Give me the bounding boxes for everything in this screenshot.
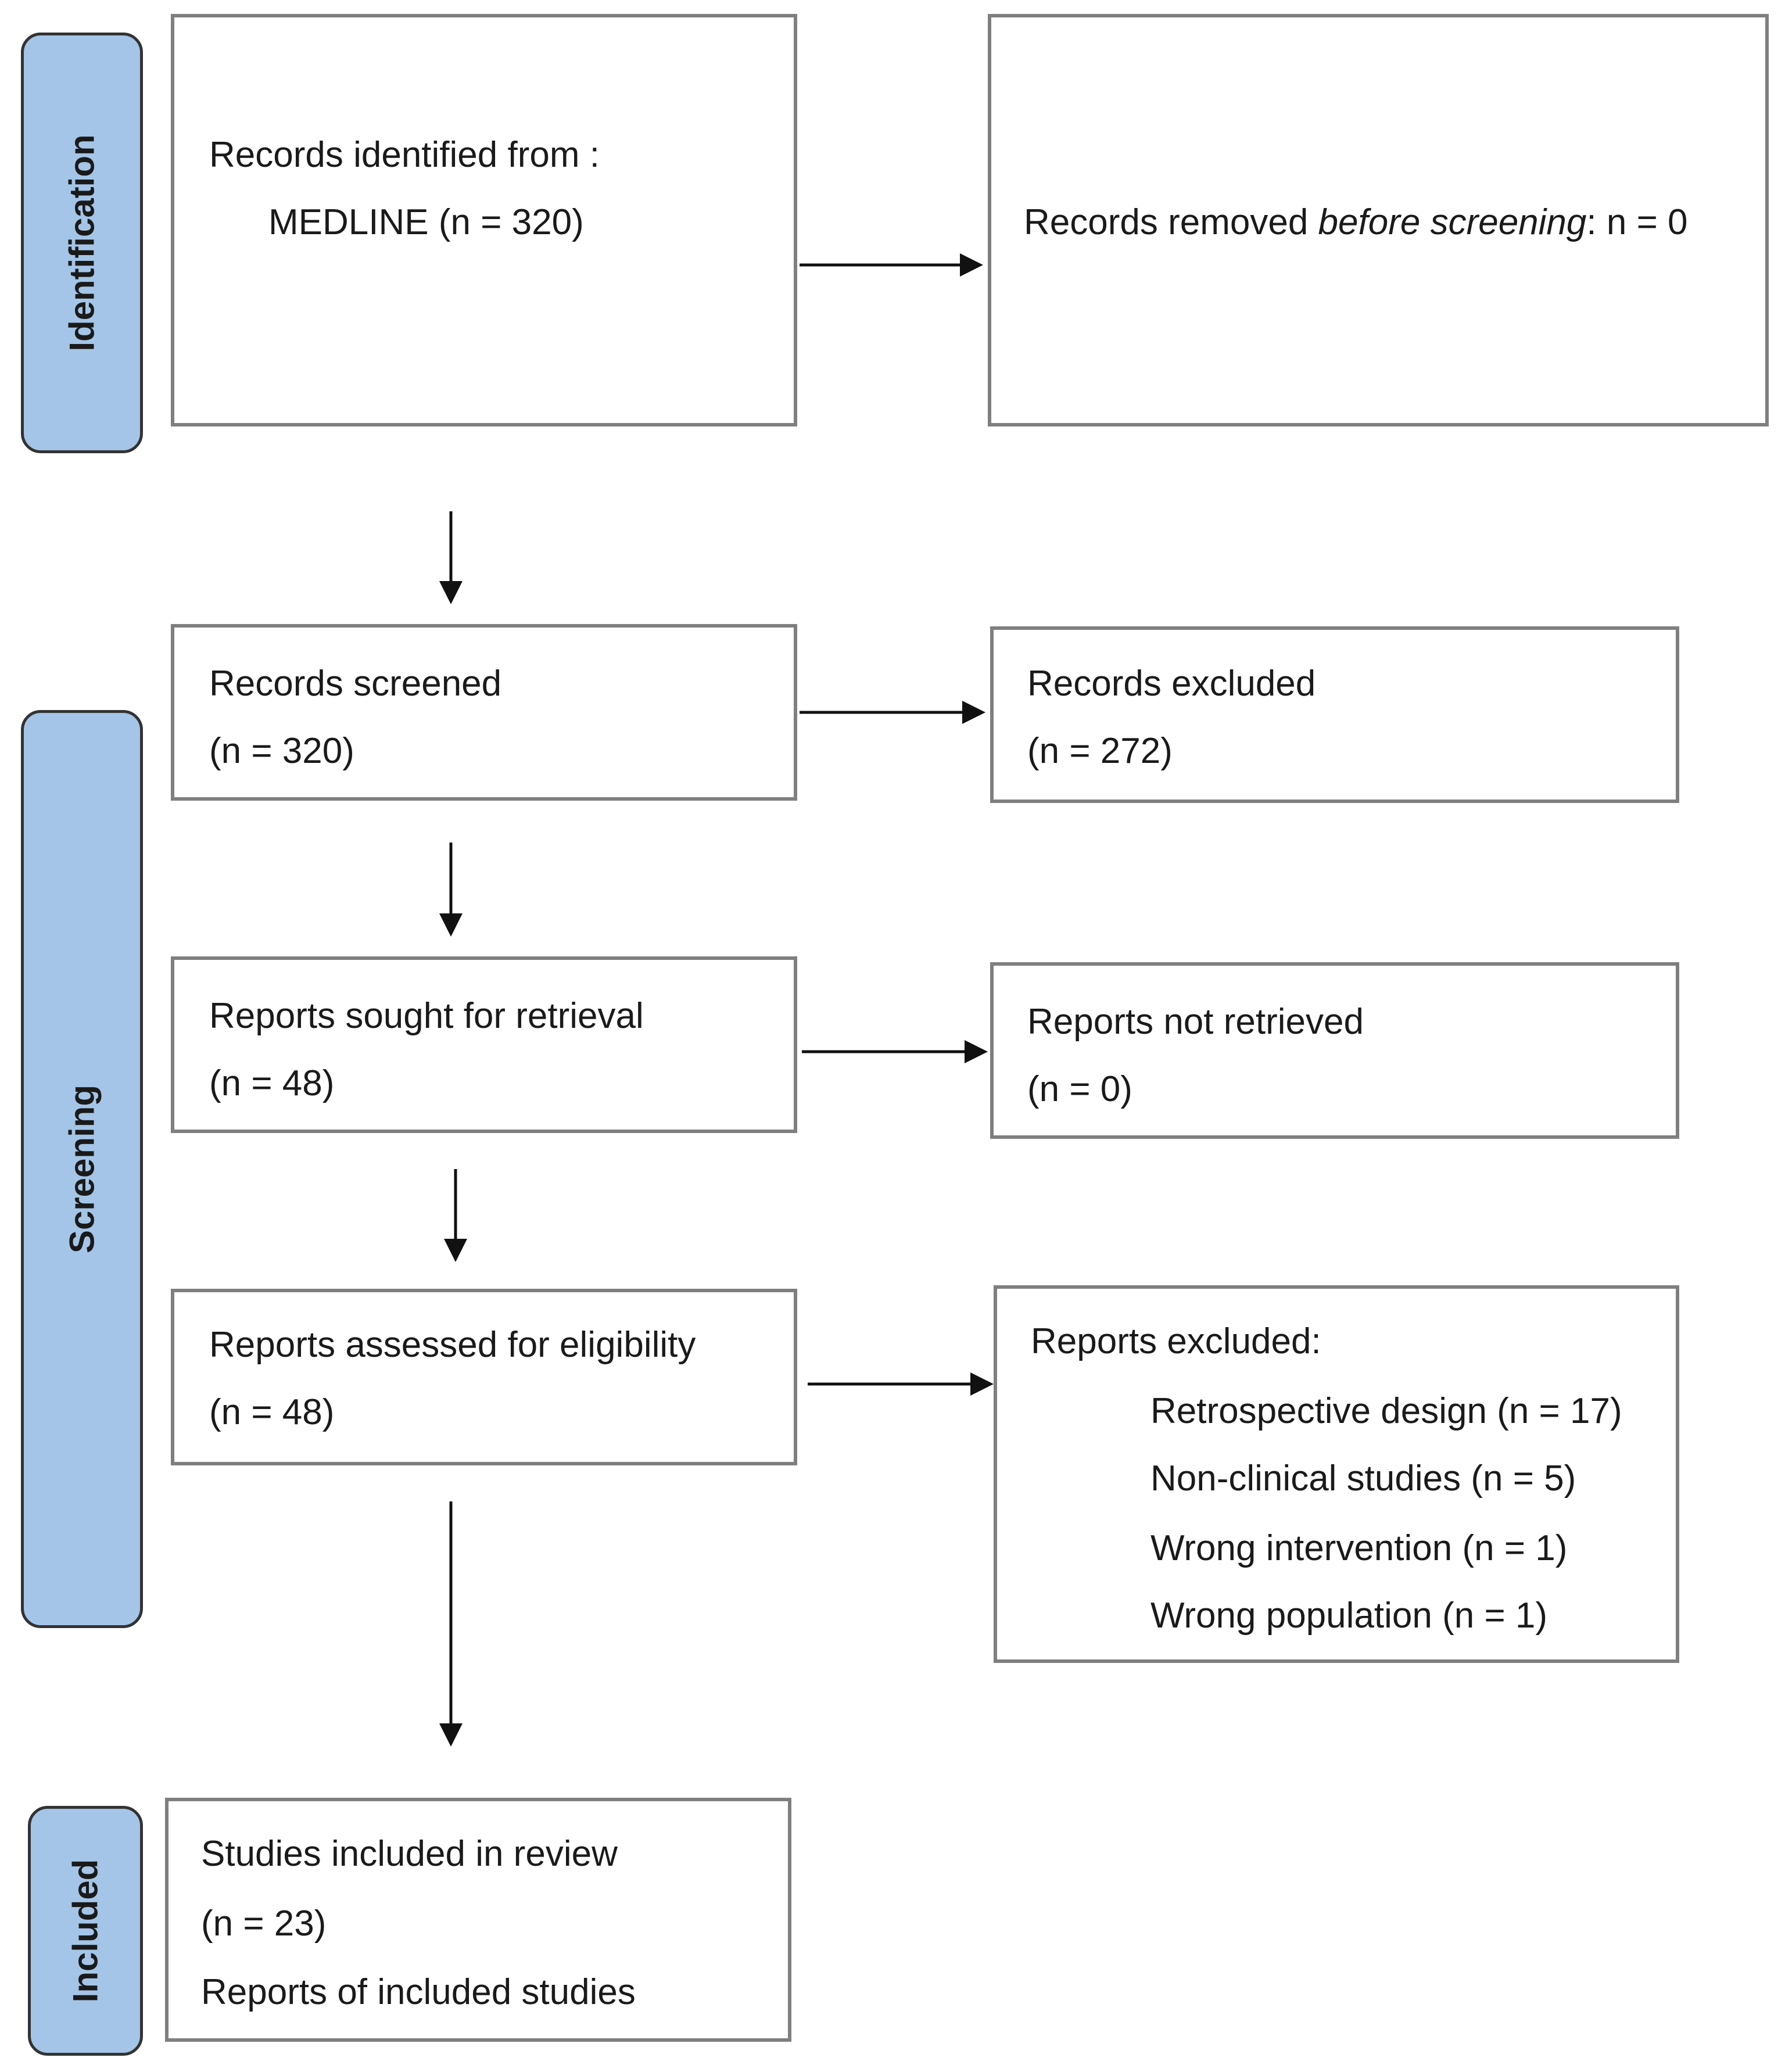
records-removed-text: Records removed before screening: n = 0 — [1024, 205, 1687, 241]
arrow-assessed-to-included — [439, 1501, 463, 1747]
records-identified-label: Records identified from : — [209, 135, 600, 175]
arrow-identified-to-removed — [800, 253, 983, 277]
reports-sought-count: (n = 48) — [209, 1063, 335, 1103]
phase-identification: Identification — [21, 33, 143, 453]
records-removed-suffix: : n = 0 — [1586, 202, 1688, 242]
reports-sought-box: Reports sought for retrieval (n = 48) — [171, 956, 797, 1133]
reports-excluded-box: Reports excluded: Retrospective design (… — [994, 1285, 1679, 1663]
reports-not-retrieved-count: (n = 0) — [1027, 1069, 1132, 1109]
reports-not-retrieved-label: Reports not retrieved — [1027, 1002, 1364, 1042]
studies-included-reports: Reports of included studies — [201, 1972, 636, 2012]
reports-assessed-count: (n = 48) — [209, 1392, 335, 1432]
studies-included-count: (n = 23) — [201, 1903, 327, 1944]
records-screened-count: (n = 320) — [209, 731, 354, 771]
records-excluded-count: (n = 272) — [1027, 731, 1173, 771]
reports-excluded-label: Reports excluded: — [1031, 1321, 1321, 1361]
records-screened-box: Records screened (n = 320) — [171, 624, 797, 801]
reports-excluded-reason: Non-clinical studies (n = 5) — [1150, 1458, 1576, 1499]
reports-sought-label: Reports sought for retrieval — [209, 996, 644, 1036]
phase-screening: Screening — [21, 710, 143, 1628]
phase-screening-label: Screening — [62, 1084, 102, 1254]
arrow-screened-to-excluded — [800, 701, 985, 724]
phase-identification-label: Identification — [62, 134, 102, 352]
reports-excluded-reason: Wrong intervention (n = 1) — [1150, 1528, 1568, 1568]
records-removed-box: Records removed before screening: n = 0 — [988, 14, 1769, 426]
reports-excluded-reason: Wrong population (n = 1) — [1150, 1596, 1547, 1636]
reports-not-retrieved-box: Reports not retrieved (n = 0) — [990, 962, 1679, 1139]
arrow-sought-to-not-retrieved — [802, 1040, 988, 1063]
phase-included-label: Included — [66, 1859, 105, 2003]
arrow-sought-to-assessed — [444, 1169, 467, 1262]
phase-included: Included — [28, 1806, 143, 2056]
studies-included-box: Studies included in review (n = 23) Repo… — [165, 1798, 791, 2042]
records-identified-source: MEDLINE (n = 320) — [268, 202, 584, 242]
records-screened-label: Records screened — [209, 664, 502, 704]
reports-assessed-box: Reports assessed for eligibility (n = 48… — [171, 1289, 797, 1465]
reports-assessed-label: Reports assessed for eligibility — [209, 1325, 696, 1365]
studies-included-label: Studies included in review — [201, 1834, 618, 1874]
records-identified-box: Records identified from : MEDLINE (n = 3… — [171, 14, 797, 426]
arrow-screened-to-sought — [439, 843, 463, 937]
records-removed-prefix: Records removed — [1024, 202, 1318, 242]
records-excluded-box: Records excluded (n = 272) — [990, 626, 1679, 803]
arrow-identified-to-screened — [439, 511, 463, 604]
arrow-assessed-to-reports-excluded — [808, 1372, 994, 1396]
records-removed-emphasis: before screening — [1318, 202, 1587, 242]
reports-excluded-reason: Retrospective design (n = 17) — [1150, 1391, 1622, 1431]
records-excluded-label: Records excluded — [1027, 664, 1316, 704]
